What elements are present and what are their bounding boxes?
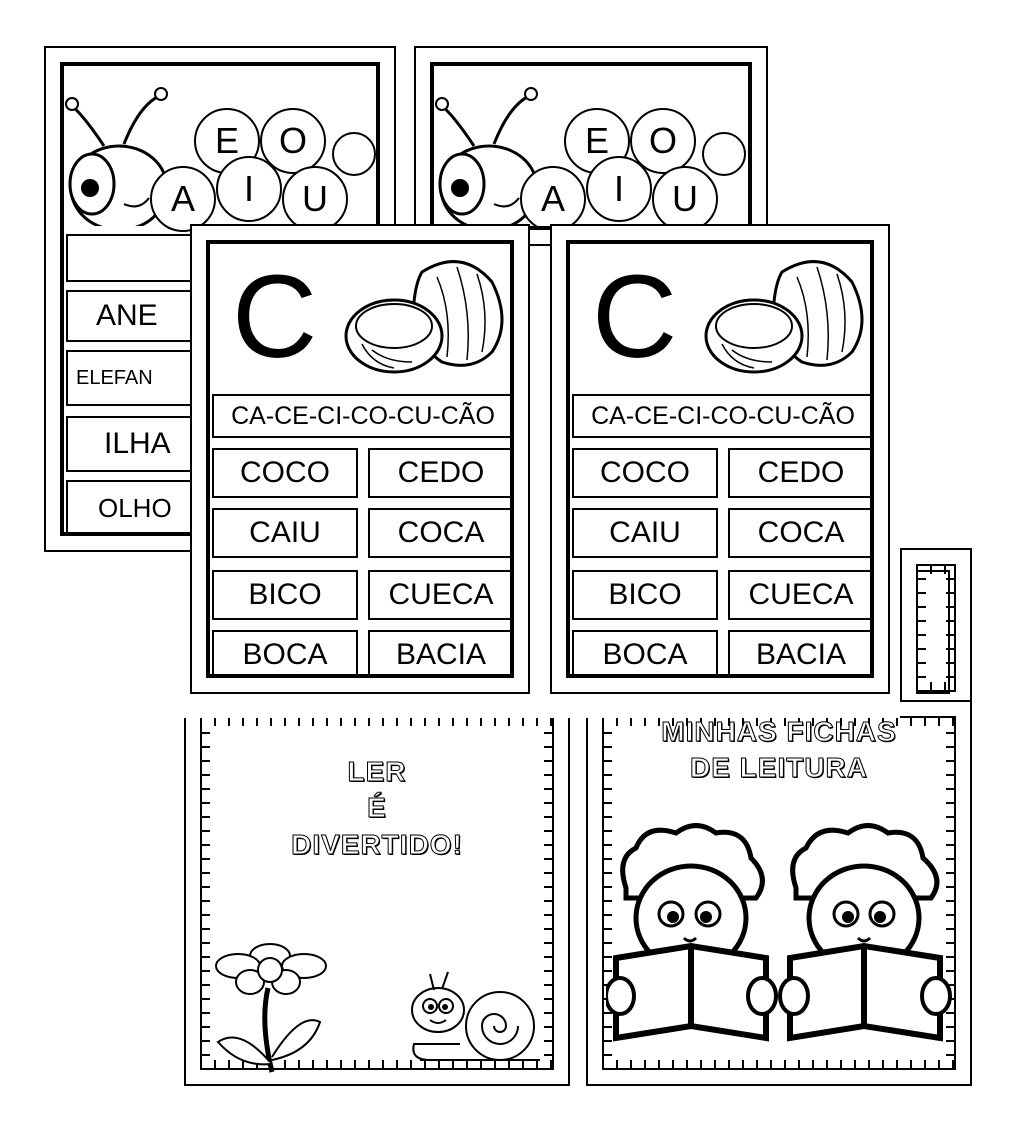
caterpillar-head-icon bbox=[435, 87, 539, 226]
cover-line: LER bbox=[347, 755, 407, 787]
cover-line: MINHAS FICHAS bbox=[661, 715, 897, 747]
vowel-bubble: O bbox=[260, 108, 326, 174]
word-box: BOCA bbox=[212, 630, 358, 674]
word-box: COCO bbox=[212, 448, 358, 498]
vowel-bubble: O bbox=[630, 108, 696, 174]
letter-heading: C bbox=[592, 251, 678, 383]
cover-card-ler-divertido: LER É DIVERTIDO! bbox=[184, 700, 570, 1086]
word-box: COCA bbox=[368, 508, 510, 558]
coconut-icon bbox=[344, 260, 504, 374]
vowel-bubble-empty bbox=[702, 132, 746, 176]
vowel-bubble: I bbox=[216, 156, 282, 222]
cover-line: DIVERTIDO! bbox=[291, 828, 463, 860]
word-box: CAIU bbox=[572, 508, 718, 558]
word-box: BACIA bbox=[728, 630, 870, 674]
letter-card-c-2: C CA-CE-CI-CO-CU-CÃO COCO CEDO CAIU COCA… bbox=[550, 224, 890, 694]
cover-overlap-mask bbox=[180, 696, 900, 718]
word-box: BICO bbox=[572, 570, 718, 620]
word-box: CEDO bbox=[368, 448, 510, 498]
back-card-vowels-2: E O A I U bbox=[414, 46, 768, 246]
vowel-bubble: U bbox=[652, 166, 718, 226]
letter-heading: C bbox=[232, 251, 318, 383]
letter-card-c-1: C CA-CE-CI-CO-CU-CÃO COCO CEDO CAIU COCA… bbox=[190, 224, 530, 694]
word-box: CAIU bbox=[212, 508, 358, 558]
line-box bbox=[916, 570, 950, 694]
cover-title: MINHAS FICHAS DE LEITURA bbox=[588, 714, 970, 787]
vowel-bubble: U bbox=[282, 166, 348, 232]
word-box: BACIA bbox=[368, 630, 510, 674]
card-inner: C CA-CE-CI-CO-CU-CÃO COCO CEDO CAIU COCA… bbox=[568, 242, 872, 676]
card-inner: E O A I U bbox=[432, 64, 750, 228]
cover-title: LER É DIVERTIDO! bbox=[186, 754, 568, 863]
card-inner: C CA-CE-CI-CO-CU-CÃO COCO CEDO CAIU COCA… bbox=[208, 242, 512, 676]
word-box: CUECA bbox=[728, 570, 870, 620]
cover-line: DE LEITURA bbox=[690, 752, 868, 784]
coconut-icon bbox=[704, 260, 864, 374]
snail-icon bbox=[411, 971, 540, 1061]
word-box: CUECA bbox=[368, 570, 510, 620]
children-reading-icon bbox=[606, 823, 952, 1042]
vowel-bubble: A bbox=[520, 166, 586, 226]
vowel-bubble-empty bbox=[332, 132, 376, 176]
flower-icon bbox=[215, 943, 327, 1073]
vowel-bubble: I bbox=[586, 156, 652, 222]
word-box: COCA bbox=[728, 508, 870, 558]
back-card-hidden bbox=[900, 548, 972, 708]
cover-line: É bbox=[367, 792, 387, 824]
syllables-box: CA-CE-CI-CO-CU-CÃO bbox=[212, 394, 510, 438]
word-box: BOCA bbox=[572, 630, 718, 674]
syllables-box: CA-CE-CI-CO-CU-CÃO bbox=[572, 394, 870, 438]
word-box: BICO bbox=[212, 570, 358, 620]
vowel-bubble: A bbox=[150, 166, 216, 232]
word-box: COCO bbox=[572, 448, 718, 498]
cover-card-minhas-fichas: MINHAS FICHAS DE LEITURA bbox=[586, 700, 972, 1086]
word-box: CEDO bbox=[728, 448, 870, 498]
